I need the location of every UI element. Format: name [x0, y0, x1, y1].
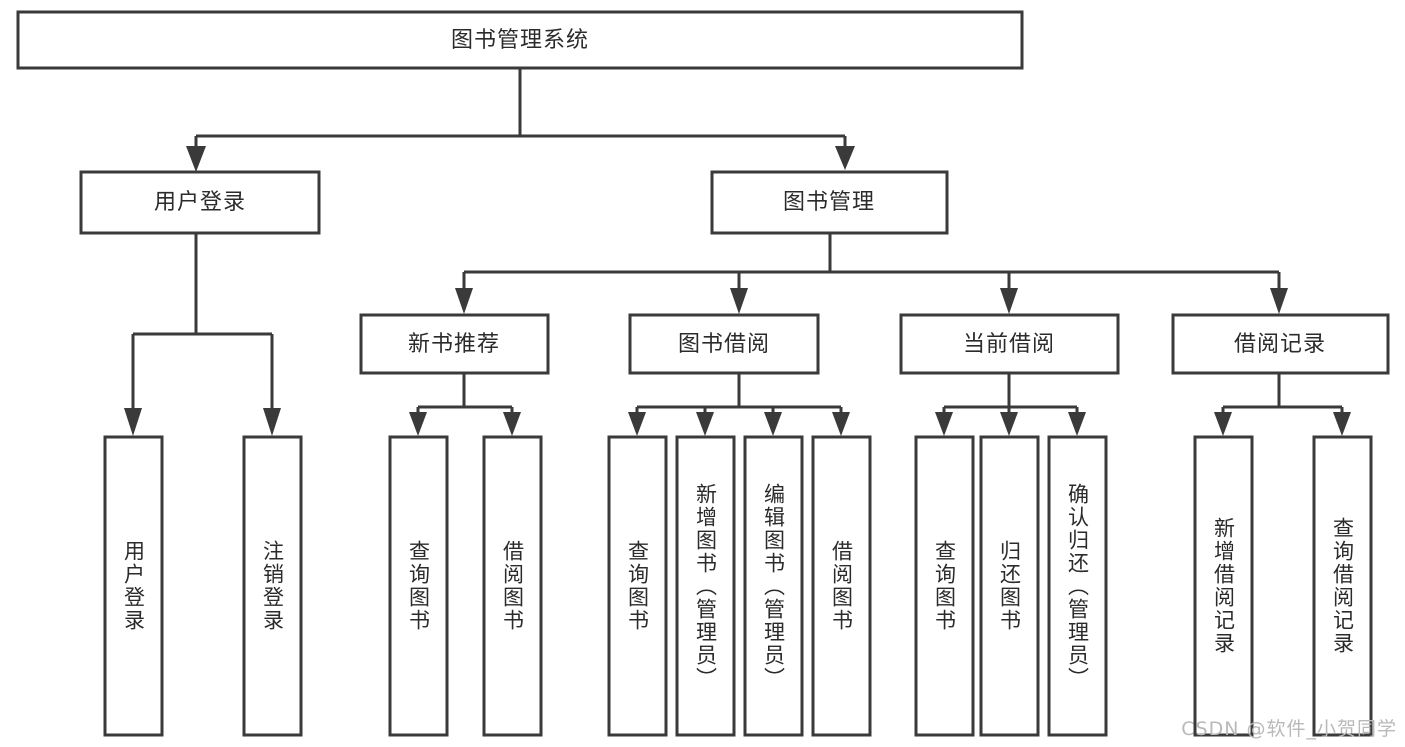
node-current-borrow-box[interactable]	[899, 313, 1120, 375]
arrowhead-record	[1270, 288, 1288, 314]
arrowhead-current-leaf3	[1068, 412, 1086, 436]
node-user-login[interactable]: 用户登录	[79, 170, 321, 235]
watermark-text: CSDN @软件_小贺同学	[1181, 718, 1397, 740]
arrowhead-record-leaf1	[1214, 412, 1232, 436]
arrowhead-user-login-leaf2	[263, 408, 281, 436]
arrowhead-newbook	[455, 288, 473, 314]
node-book-manage[interactable]: 图书管理	[710, 170, 949, 235]
node-new-book-recommend-label: 新书推荐	[408, 332, 500, 357]
arrowhead-user-login	[186, 146, 206, 172]
node-root[interactable]: 图书管理系统	[16, 10, 1024, 70]
arrowhead-current-leaf1	[935, 412, 953, 436]
leaf-box-current-borrow-0[interactable]	[914, 435, 975, 737]
node-borrow-record-box[interactable]	[1171, 313, 1390, 375]
arrowhead-current-leaf2	[1000, 412, 1018, 436]
leaf-box-borrow-record-1[interactable]	[1312, 435, 1373, 737]
arrowhead-borrow	[730, 288, 748, 314]
node-new-book-recommend-box[interactable]	[359, 313, 550, 375]
node-new-book-recommend[interactable]: 新书推荐	[359, 313, 550, 375]
node-user-login-box[interactable]	[79, 170, 321, 235]
leaf-box-current-borrow-2[interactable]	[1047, 435, 1108, 737]
leaf-box-new-book-recommend-0[interactable]	[388, 435, 449, 737]
leaf-box-user-login-1[interactable]	[242, 435, 303, 737]
arrowhead-record-leaf2	[1333, 412, 1351, 436]
node-book-borrow[interactable]: 图书借阅	[628, 313, 820, 375]
node-user-login-label: 用户登录	[154, 190, 246, 215]
node-book-manage-box[interactable]	[710, 170, 949, 235]
arrowhead-current	[1000, 288, 1018, 314]
leaf-box-current-borrow-1[interactable]	[979, 435, 1040, 737]
leaf-box-book-borrow-3[interactable]	[811, 435, 872, 737]
arrowhead-borrow-leaf4	[832, 412, 850, 436]
arrowhead-borrow-leaf2	[696, 412, 714, 436]
arrowhead-newbook-leaf1	[409, 412, 427, 436]
arrowhead-book-manage	[835, 146, 855, 170]
leaf-box-book-borrow-0[interactable]	[607, 435, 668, 737]
node-current-borrow[interactable]: 当前借阅	[899, 313, 1120, 375]
leaf-box-book-borrow-2[interactable]	[743, 435, 804, 737]
arrowhead-borrow-leaf3	[764, 412, 782, 436]
node-borrow-record[interactable]: 借阅记录	[1171, 313, 1390, 375]
leaf-boxes-layer	[103, 435, 1373, 737]
node-book-borrow-label: 图书借阅	[678, 332, 770, 357]
arrowhead-borrow-leaf1	[628, 412, 646, 436]
node-book-manage-label: 图书管理	[783, 190, 875, 215]
node-root-label: 图书管理系统	[451, 28, 589, 53]
leaf-box-book-borrow-1[interactable]	[675, 435, 736, 737]
connectors-layer	[124, 68, 1351, 436]
node-book-borrow-box[interactable]	[628, 313, 820, 375]
leaf-box-user-login-0[interactable]	[103, 435, 164, 737]
node-current-borrow-label: 当前借阅	[963, 332, 1055, 357]
node-borrow-record-label: 借阅记录	[1234, 332, 1326, 357]
arrowhead-user-login-leaf1	[124, 408, 142, 436]
node-root-box[interactable]	[16, 10, 1024, 70]
arrowhead-newbook-leaf2	[503, 412, 521, 436]
leaf-box-new-book-recommend-1[interactable]	[482, 435, 543, 737]
leaf-box-borrow-record-0[interactable]	[1193, 435, 1254, 737]
